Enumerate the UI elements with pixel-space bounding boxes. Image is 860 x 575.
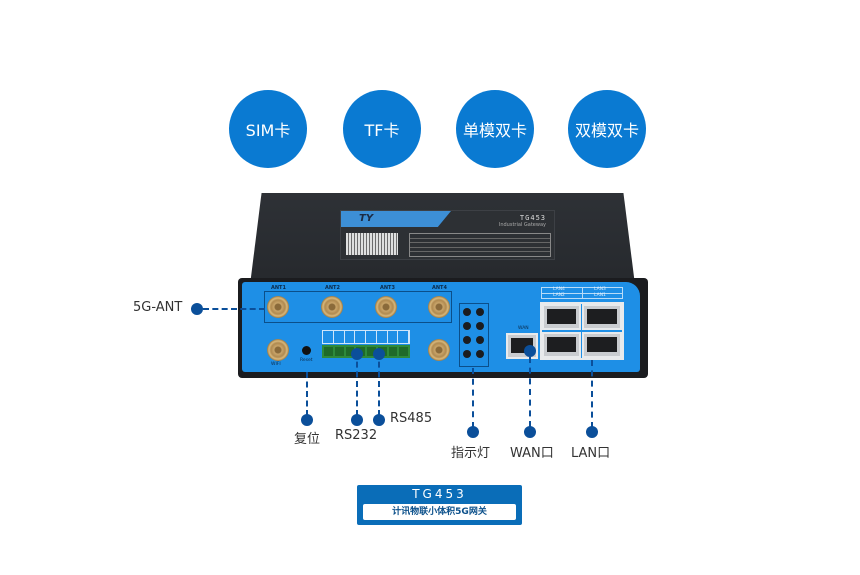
callout-indicator-dot xyxy=(467,426,479,438)
product-tag: TG453 计讯物联小体积5G网关 xyxy=(357,485,522,525)
lan1-label: LAN1 xyxy=(594,293,606,298)
feature-badge-dual-mode-dual-sim: 双模双卡 xyxy=(568,90,646,168)
lan2-label: LAN2 xyxy=(553,293,565,298)
callout-reset-text: 复位 xyxy=(294,432,321,447)
callout-ant-line xyxy=(203,308,265,310)
callout-rs485-line xyxy=(378,352,380,416)
callout-lan-dot xyxy=(586,426,598,438)
plate-subtitle: Industrial Gateway xyxy=(498,222,546,228)
led xyxy=(463,308,471,316)
ant2-label: ANT2 xyxy=(325,285,340,291)
lan-port-frame xyxy=(540,302,624,360)
qr-code xyxy=(346,233,398,255)
led xyxy=(476,308,484,316)
ant4-connector xyxy=(428,296,450,318)
callout-wan-line xyxy=(529,357,531,427)
terminal-block xyxy=(322,345,410,358)
ant2-connector xyxy=(321,296,343,318)
callout-reset-dot xyxy=(301,414,313,426)
terminal-rs485-dot xyxy=(373,348,385,360)
callout-reset-line xyxy=(306,372,308,416)
callout-wan-text: WAN口 xyxy=(510,446,554,461)
product-description: 计讯物联小体积5G网关 xyxy=(363,504,516,520)
callout-rs232-dot xyxy=(351,414,363,426)
callout-rs485-text: RS485 xyxy=(390,411,433,426)
badge-label: 单模双卡 xyxy=(462,121,527,140)
feature-badge-tf: TF卡 xyxy=(343,90,421,168)
led xyxy=(463,350,471,358)
lan-port xyxy=(582,332,622,358)
feature-badge-sim: SIM卡 xyxy=(229,90,307,168)
terminal-rs232-dot xyxy=(351,348,363,360)
callout-ant-dot xyxy=(191,303,203,315)
lan-port xyxy=(582,304,622,330)
wifi-connector xyxy=(267,339,289,361)
callout-rs232-line xyxy=(356,352,358,416)
lan4-label: LAN4 xyxy=(553,287,565,292)
plate-brand-strip xyxy=(341,211,451,227)
led xyxy=(476,336,484,344)
led xyxy=(463,336,471,344)
lan-port xyxy=(542,304,581,330)
callout-rs232-text: RS232 xyxy=(335,428,378,443)
lan-port xyxy=(542,332,581,358)
lan-header xyxy=(541,287,623,299)
ant1-connector xyxy=(267,296,289,318)
callout-ant-text: 5G-ANT xyxy=(133,300,183,315)
indicator-led-frame xyxy=(459,303,489,367)
ant5-connector xyxy=(428,339,450,361)
spec-table xyxy=(409,233,551,257)
badge-label: 双模双卡 xyxy=(574,121,639,140)
ant1-label: ANT1 xyxy=(271,285,286,291)
feature-badge-single-mode-dual-sim: 单模双卡 xyxy=(456,90,534,168)
antenna-group-frame xyxy=(264,291,452,323)
product-model: TG453 xyxy=(412,487,467,501)
badge-label: SIM卡 xyxy=(245,121,291,140)
brand-logo: TY xyxy=(359,213,374,224)
device-label-plate: TY TG453 Industrial Gateway xyxy=(340,210,555,260)
led xyxy=(463,322,471,330)
terminal-labels xyxy=(322,330,410,344)
reset-label: Reset xyxy=(300,358,313,363)
ant3-connector xyxy=(375,296,397,318)
callout-rs485-dot xyxy=(373,414,385,426)
badge-label: TF卡 xyxy=(364,121,400,140)
callout-lan-text: LAN口 xyxy=(571,446,611,461)
plate-model: TG453 xyxy=(519,214,546,222)
ant3-label: ANT3 xyxy=(380,285,395,291)
ant4-label: ANT4 xyxy=(432,285,447,291)
reset-button xyxy=(302,346,311,355)
callout-wan-dot xyxy=(524,426,536,438)
wifi-label: WIFI xyxy=(271,362,281,367)
wan-label: WAN xyxy=(518,326,529,331)
callout-lan-line xyxy=(591,360,593,428)
lan3-label: LAN3 xyxy=(594,287,606,292)
wan-port-dot xyxy=(524,345,536,357)
led xyxy=(476,350,484,358)
callout-indicator-line xyxy=(472,368,474,428)
callout-indicator-text: 指示灯 xyxy=(451,446,491,461)
led xyxy=(476,322,484,330)
